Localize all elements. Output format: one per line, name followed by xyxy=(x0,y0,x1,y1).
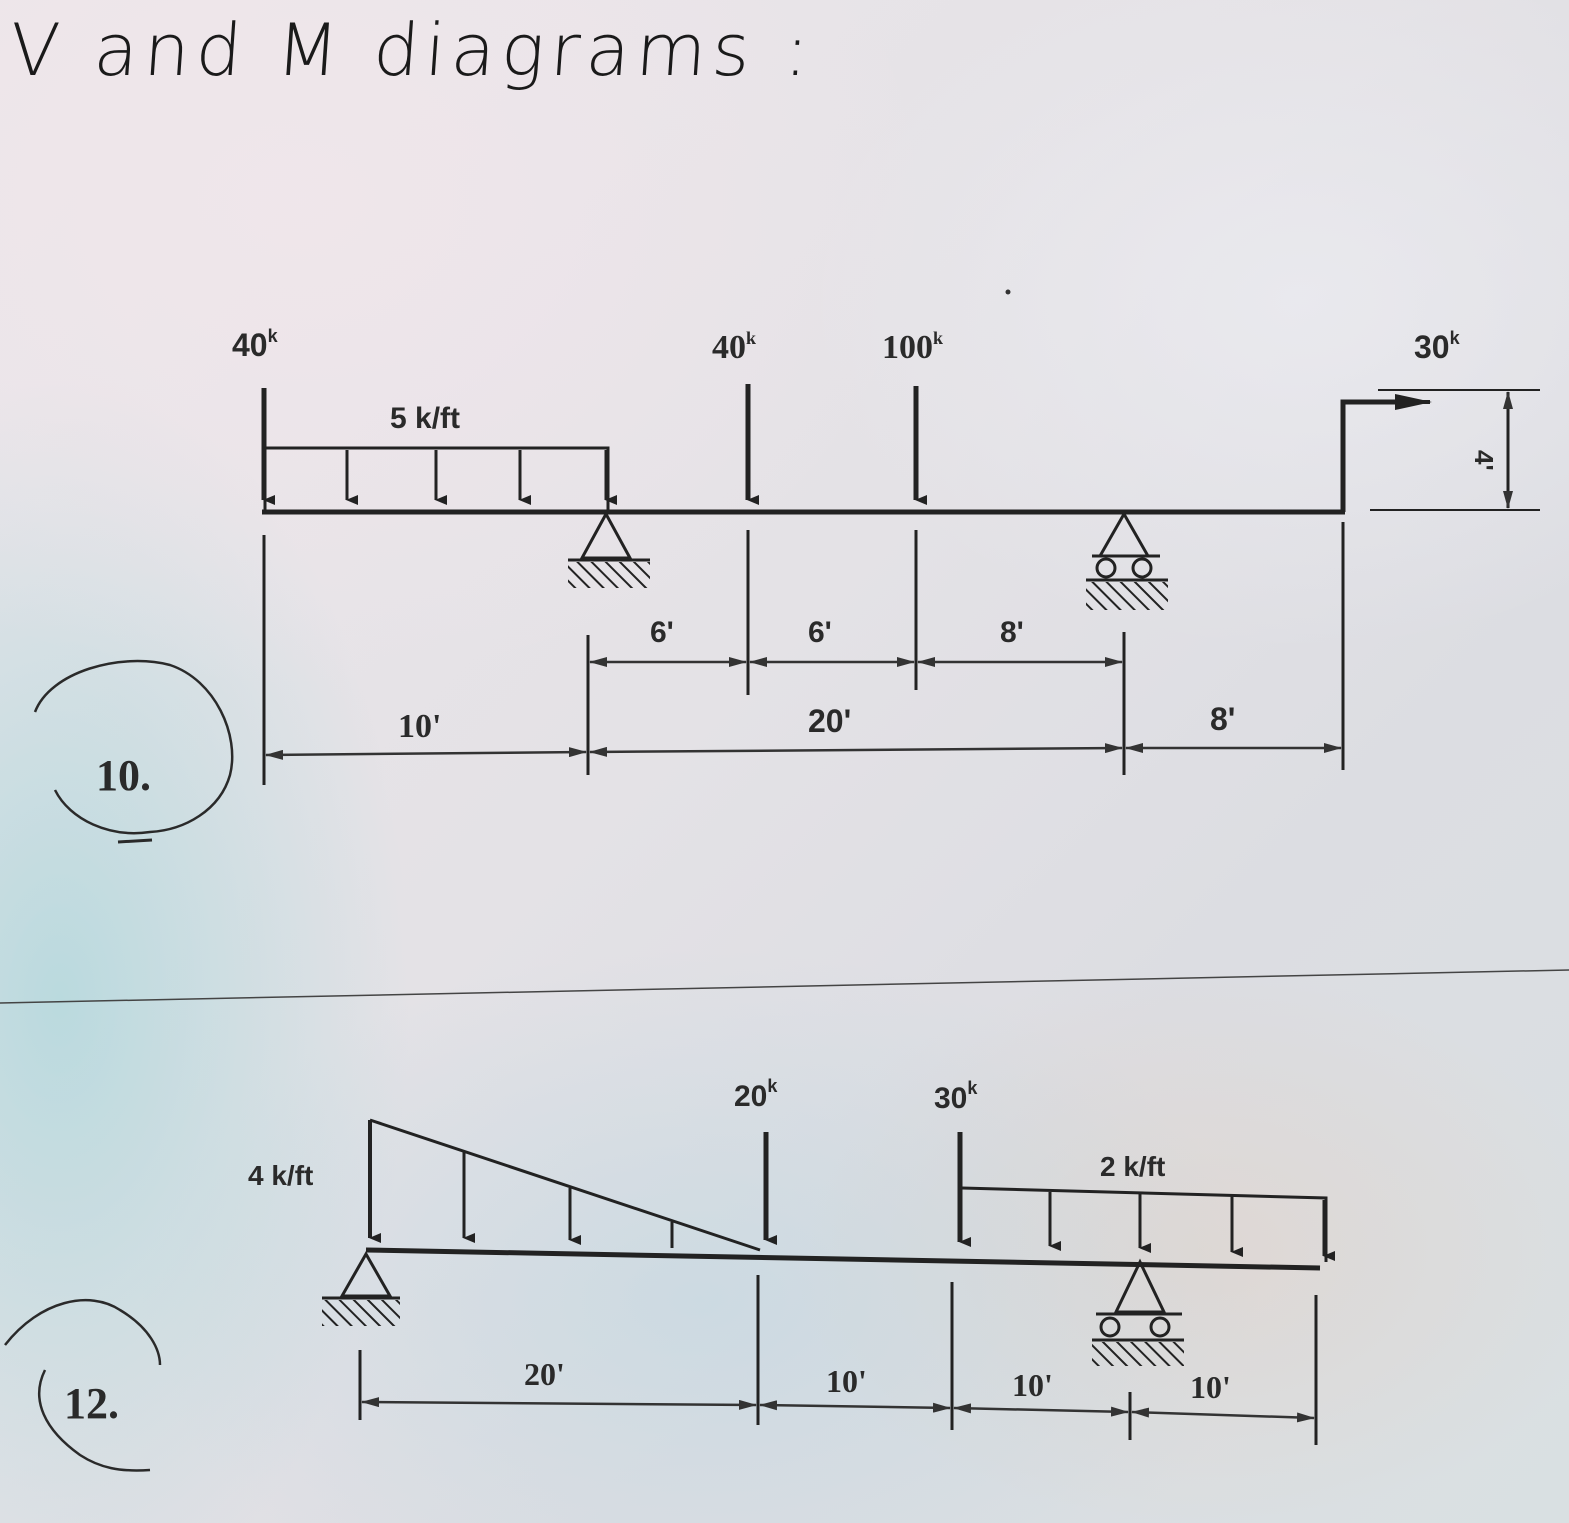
triangular-load-label: 4 k/ft xyxy=(248,1160,313,1191)
dimension-10ft-a-12: 10' xyxy=(826,1363,867,1399)
problem-12-circle xyxy=(4,1298,162,1366)
horizontal-load-arrowhead xyxy=(1395,394,1432,410)
problem-10-circle xyxy=(33,659,234,835)
dimension-6ft-a: 6' xyxy=(650,616,674,649)
dimension-20ft-12: 20' xyxy=(524,1356,565,1392)
section-divider xyxy=(0,969,1569,1004)
pin-support-10 xyxy=(568,510,650,588)
point-load-mid-label: 40 xyxy=(712,329,746,366)
distributed-load-box-12 xyxy=(961,1186,1328,1262)
svg-text:30k: 30k xyxy=(934,1078,978,1115)
point-load-left-label: 40 xyxy=(232,327,268,363)
svg-text:40k: 40k xyxy=(232,326,279,363)
beam-12 xyxy=(365,1247,1321,1271)
roller-support-10 xyxy=(1086,510,1168,610)
dimension-8ft-top: 8' xyxy=(1000,616,1024,649)
triangular-load xyxy=(369,1118,761,1252)
problem-12-number: 12. xyxy=(64,1379,119,1428)
svg-text:20k: 20k xyxy=(734,1076,778,1113)
distributed-load-label: 5 k/ft xyxy=(390,402,460,435)
problem-12-diagram: 4 k/ft 20k 30k 2 k/ft xyxy=(4,1076,1335,1472)
problem-10-number: 10. xyxy=(96,751,151,800)
point-load-b-label: 30 xyxy=(934,1082,967,1115)
dimension-10ft: 10' xyxy=(398,708,441,745)
dimension-8ft-bottom: 8' xyxy=(1210,701,1235,737)
dimension-10ft-b-12: 10' xyxy=(1012,1367,1053,1403)
stray-mark xyxy=(1005,289,1011,295)
dimension-20ft: 20' xyxy=(808,703,851,739)
problem-10-diagram: 4' 5 k/ft 40k 40k 100k 30k xyxy=(33,326,1540,844)
point-load-center-label: 100 xyxy=(882,329,933,366)
svg-text:30k: 30k xyxy=(1414,328,1461,365)
horizontal-load-label: 30 xyxy=(1414,329,1450,365)
bracket-arm xyxy=(1340,399,1400,512)
pin-support-12 xyxy=(322,1250,400,1326)
svg-text:40k: 40k xyxy=(712,328,756,366)
dimension-6ft-b: 6' xyxy=(808,616,832,649)
svg-text:100k: 100k xyxy=(882,328,943,366)
dimension-10ft-c-12: 10' xyxy=(1190,1369,1231,1405)
distributed-load-label-12: 2 k/ft xyxy=(1100,1151,1165,1182)
point-load-a-label: 20 xyxy=(734,1080,767,1113)
bracket-height-label: 4' xyxy=(1469,450,1499,471)
roller-support-12 xyxy=(1092,1258,1184,1366)
